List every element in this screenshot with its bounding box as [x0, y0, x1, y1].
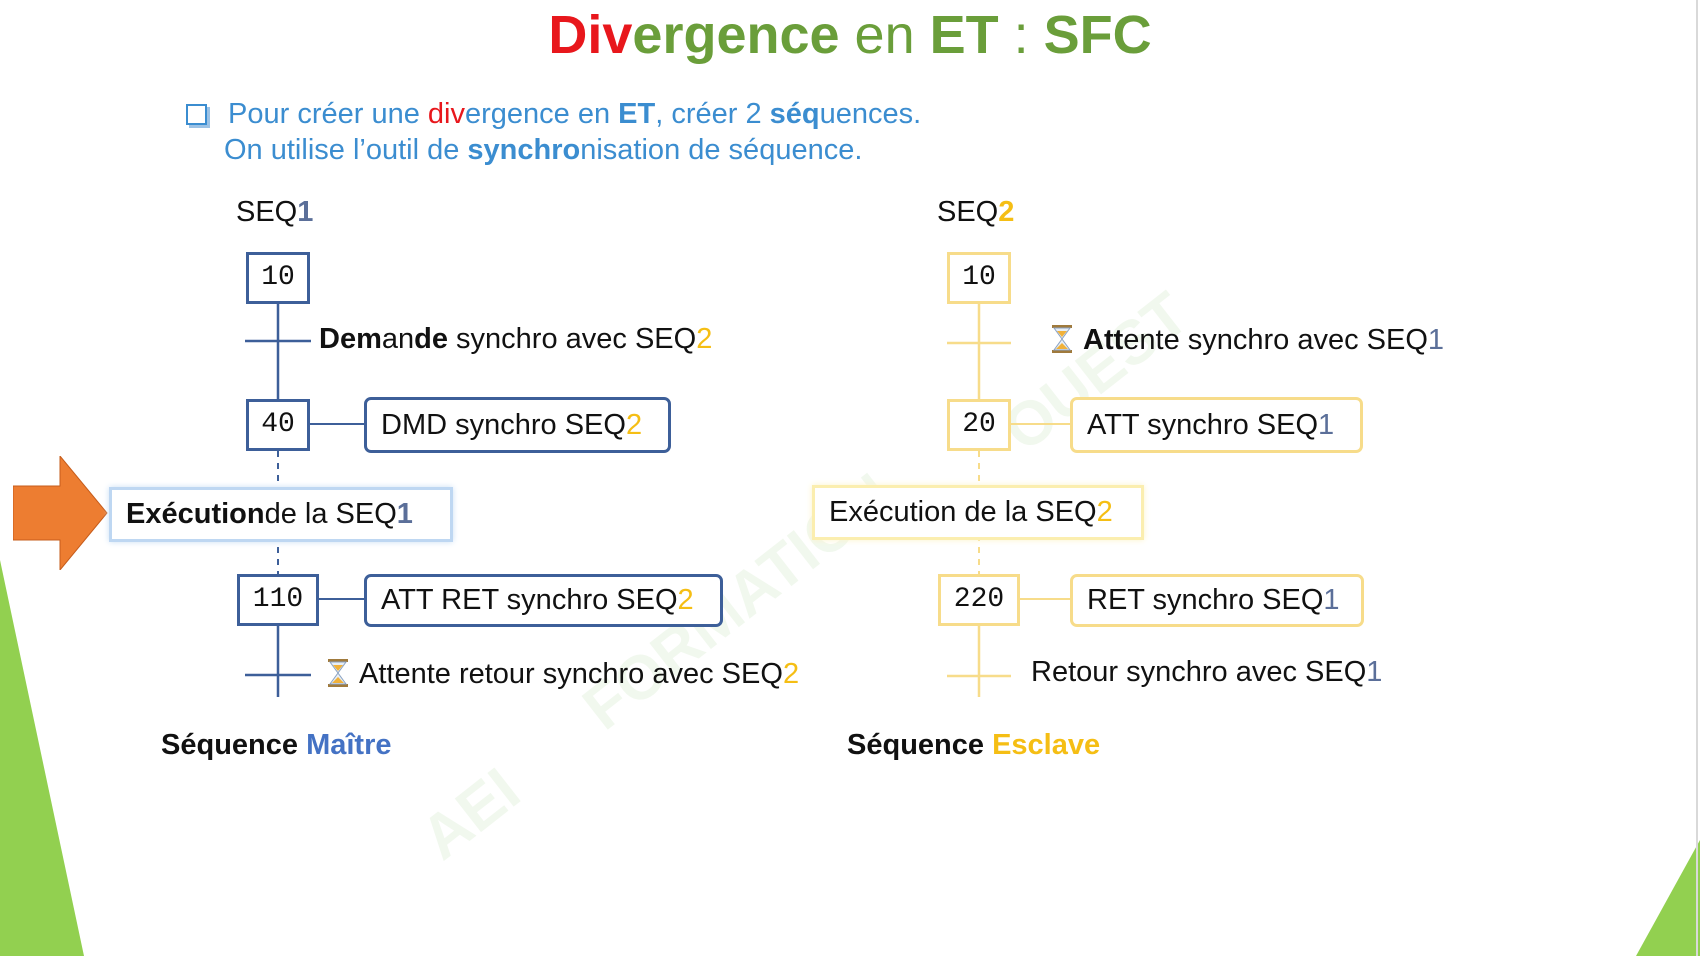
title-part: SFC — [1043, 5, 1152, 65]
title-part: : — [998, 5, 1044, 65]
text: Att — [1083, 324, 1124, 356]
seq2-step-20[interactable]: 20 — [947, 399, 1011, 451]
seq2-transition-1: Attente synchro avec SEQ1 — [1051, 324, 1444, 357]
seq2-label: SEQ2 — [937, 196, 1014, 229]
text: SEQ — [236, 196, 298, 228]
title-part: ergence — [632, 5, 840, 65]
text: Attente retour synchro avec SEQ — [359, 658, 783, 690]
text: Maître — [306, 729, 392, 761]
title-part: ET — [929, 5, 999, 65]
text: div — [427, 98, 465, 130]
text: On utilise l’outil de — [224, 134, 468, 166]
title-part: en — [839, 5, 930, 65]
text: DMD synchro SEQ — [381, 408, 626, 441]
text: RET synchro SEQ — [1087, 584, 1324, 616]
text: uences. — [819, 98, 922, 130]
text: ET — [618, 98, 656, 130]
text: 2 — [696, 323, 713, 355]
seq2-step-220[interactable]: 220 — [938, 574, 1020, 626]
slide-title: Divergence en ET : SFC — [0, 4, 1700, 66]
text: de — [414, 323, 448, 355]
text: an — [381, 323, 415, 355]
text: ATT synchro SEQ — [1087, 408, 1318, 441]
text: 2 — [677, 584, 694, 616]
green-corner-right — [1636, 840, 1700, 956]
green-corner-left — [0, 560, 84, 956]
seq1-step-40[interactable]: 40 — [246, 399, 310, 451]
bullet-icon — [186, 104, 207, 125]
intro-line-1: Pour créer une divergence en ET, créer 2… — [228, 98, 921, 131]
text: Séq — [161, 729, 215, 761]
text: 1 — [1366, 656, 1383, 688]
seq1-footer: Séquence Maître — [161, 729, 391, 762]
text: Esclave — [992, 729, 1101, 761]
text: Séq — [847, 729, 901, 761]
text: 1 — [1427, 324, 1445, 356]
seq1-label: SEQ1 — [236, 196, 313, 229]
text: SEQ — [937, 196, 999, 228]
text: 1 — [297, 196, 314, 228]
seq1-transition-1: Demande synchro avec SEQ2 — [319, 323, 712, 356]
seq2-step-10[interactable]: 10 — [947, 252, 1011, 304]
text: 1 — [396, 498, 413, 530]
text: ente synchro avec SEQ — [1123, 324, 1428, 356]
text: 1 — [1318, 408, 1335, 441]
title-part: Div — [548, 5, 633, 65]
hourglass-icon — [1052, 325, 1072, 353]
text: Exécution — [126, 498, 265, 530]
text: Retour synchro avec SEQ — [1031, 656, 1367, 688]
text: Exécution de la SEQ — [829, 496, 1097, 528]
text: 1 — [1323, 584, 1340, 616]
text: Dem — [319, 323, 382, 355]
seq1-step-10[interactable]: 10 — [246, 252, 310, 304]
seq1-step-110[interactable]: 110 — [237, 574, 319, 626]
text: synchro avec SEQ — [447, 323, 697, 355]
orange-arrow-icon — [13, 456, 108, 570]
text: ergence en — [464, 98, 619, 130]
seq2-footer: Séquence Esclave — [847, 729, 1100, 762]
text: uence — [214, 729, 307, 761]
text: synchro — [467, 134, 581, 166]
intro-line-2: On utilise l’outil de synchronisation de… — [224, 134, 862, 167]
text: 2 — [998, 196, 1015, 228]
text: uence — [900, 729, 993, 761]
text: 2 — [625, 408, 643, 441]
text: séq — [769, 98, 820, 130]
seq2-transition-2: Retour synchro avec SEQ1 — [1031, 656, 1382, 689]
seq1-transition-2: Attente retour synchro avec SEQ2 — [327, 658, 799, 691]
text: , créer 2 — [655, 98, 770, 130]
text: de la SEQ — [264, 498, 397, 530]
hourglass-icon — [328, 659, 348, 687]
text: ATT RET synchro SEQ — [381, 584, 678, 616]
text: 2 — [782, 658, 800, 690]
right-edge-line — [1696, 0, 1698, 956]
text: nisation de séquence. — [580, 134, 863, 166]
text: 2 — [1096, 496, 1113, 528]
text: Pour créer une — [228, 98, 428, 130]
